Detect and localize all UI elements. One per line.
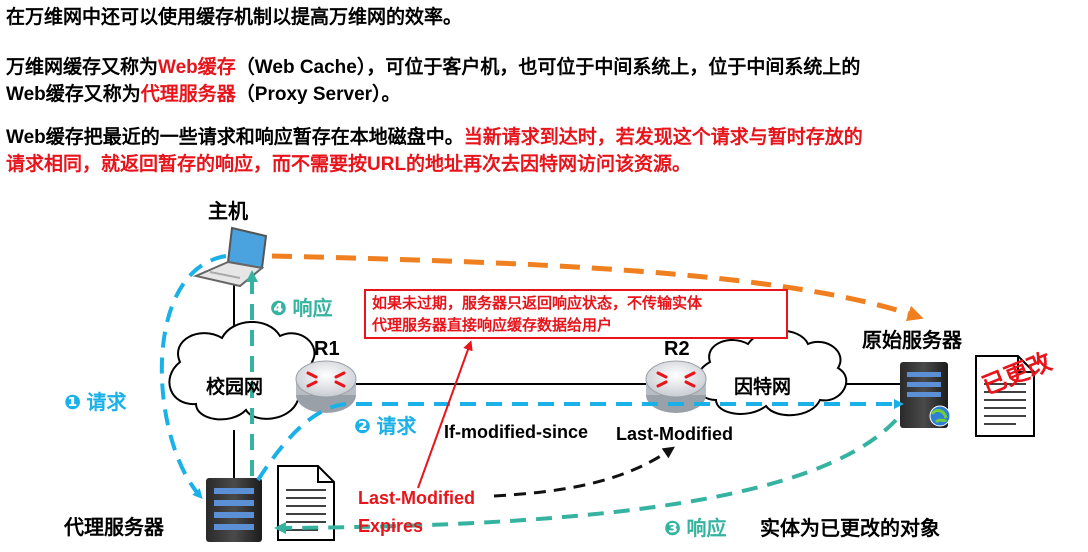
note-line-1: 如果未过期，服务器只返回响应状态，不传输实体: [372, 295, 703, 312]
step-2-label: ❷ 请求: [354, 410, 417, 439]
intro-line-1: 在万维网中还可以使用缓存机制以提高万维网的效率。: [6, 7, 463, 28]
step-1-number: ❶: [64, 392, 81, 414]
laptop-host-icon: [192, 226, 268, 288]
router-r1-icon: [295, 360, 357, 413]
note-line-2: 代理服务器直接响应缓存数据给用户: [372, 317, 613, 334]
not-expired-note: 如果未过期，服务器只返回响应状态，不传输实体 代理服务器直接响应缓存数据给用户: [364, 289, 788, 339]
direct-path-arrow: [271, 253, 924, 322]
step-3-text: 响应: [686, 518, 727, 540]
intro-paragraph-2: 万维网缓存又称为Web缓存（Web Cache），可位于客户机，也可位于中间系统…: [6, 57, 861, 105]
last-modified-link-arrow: [493, 446, 675, 498]
step-3-number: ❸: [664, 518, 681, 540]
internet-cloud: [695, 329, 848, 417]
router-r2-icon: [645, 360, 707, 413]
proxy-server-icon: [206, 478, 262, 542]
step-2-text: 请求: [376, 416, 417, 438]
request-1-arrow: [159, 254, 227, 499]
last-modified-header-label: Last-Modified: [616, 424, 733, 444]
internet-label: 因特网: [734, 377, 792, 398]
note-pointer-arrow: [417, 340, 473, 489]
intro-paragraph-3: Web缓存把最近的一些请求和响应暂存在本地磁盘中。当新请求到达时，若发现这个请求…: [6, 127, 863, 175]
host-label: 主机: [208, 201, 248, 223]
router-r2-label: R2: [664, 338, 690, 360]
cached-expires-label: Expires: [358, 516, 424, 536]
step-2-number: ❷: [354, 416, 371, 438]
origin-server-label: 原始服务器: [862, 330, 962, 352]
step-4-text: 响应: [292, 298, 333, 320]
response-3-arrow: [274, 418, 898, 534]
router-r1-label: R1: [314, 338, 340, 360]
origin-server-icon: [900, 362, 951, 428]
request-2-arrow: [256, 399, 904, 482]
origin-document-icon: [975, 355, 1035, 437]
cached-last-modified-label: Last-Modified: [358, 488, 475, 508]
step-1-label: ❶ 请求: [64, 386, 127, 415]
step-4-number: ❹: [270, 298, 287, 320]
if-modified-since-label: If-modified-since: [444, 422, 589, 442]
step-3-label: ❸ 响应: [664, 512, 727, 541]
proxy-server-label: 代理服务器: [64, 517, 164, 539]
campus-network-label: 校园网: [206, 377, 264, 398]
step-1-text: 请求: [86, 392, 127, 414]
step-4-label: ❹ 响应: [270, 292, 333, 321]
step-3-description: 实体为已更改的对象: [760, 518, 940, 540]
